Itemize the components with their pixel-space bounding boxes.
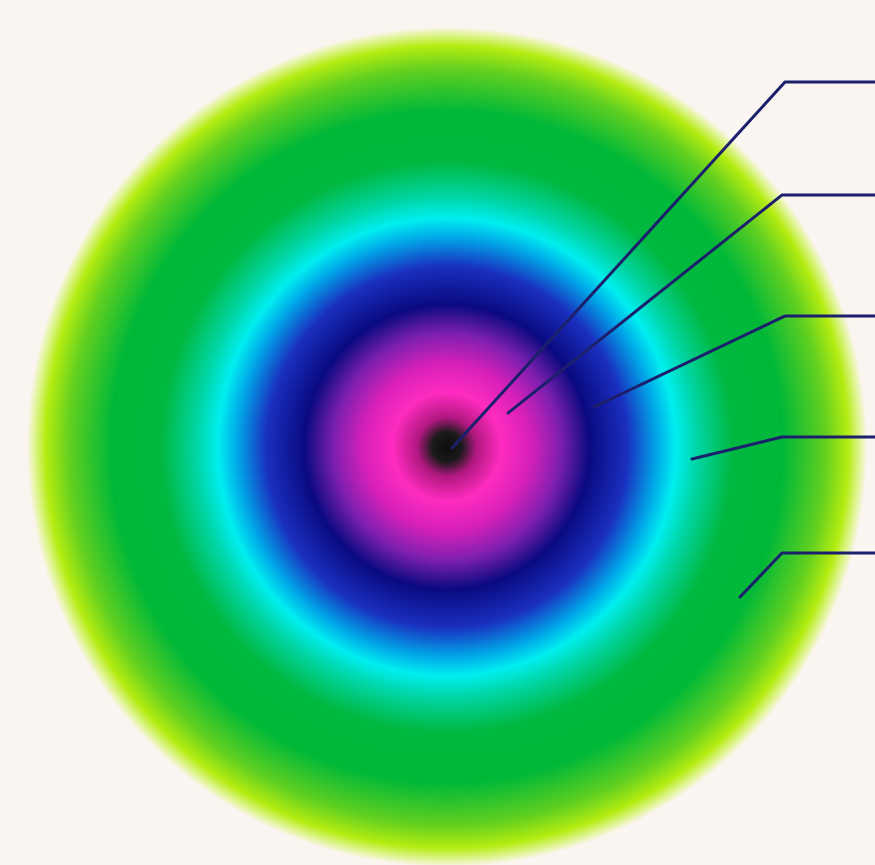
diagram-canvas (0, 0, 875, 865)
concentric-rings-diagram (0, 0, 875, 865)
